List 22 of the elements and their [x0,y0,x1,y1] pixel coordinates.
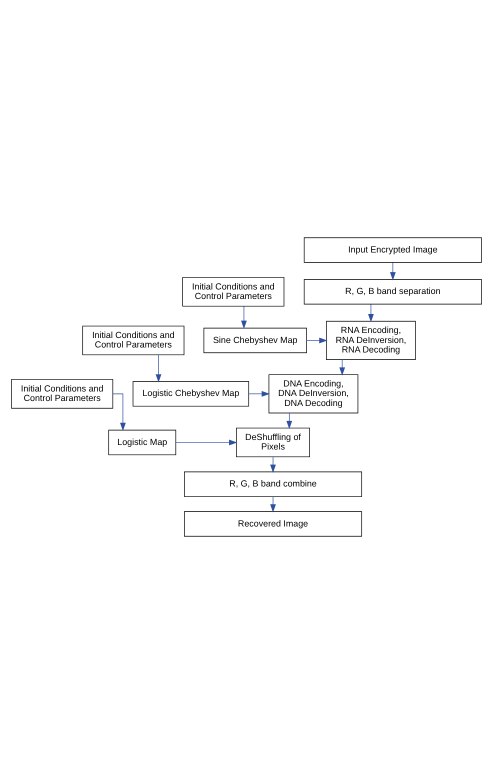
node-box: Initial Conditions and Control Parameters [11,379,114,409]
arrow [156,354,162,382]
arrow [390,262,396,280]
node-box: Logistic Map [108,430,176,456]
node-box: Initial Conditions and Control Parameters [182,277,284,307]
arrow [306,338,328,344]
node-box: R, G, B band separation [304,279,482,304]
node-box: Initial Conditions and Control Parameters [82,326,184,356]
arrow [176,440,238,446]
arrow [270,456,276,473]
node-box: DeShuffling of Pixels [236,428,310,458]
node-box: R, G, B band combine [184,472,362,497]
node-box: Recovered Image [184,511,362,537]
node-box: DNA Encoding, DNA DeInversion, DNA Decoding [268,374,358,414]
arrow [270,496,276,512]
arrow [368,304,374,322]
node-box: Logistic Chebyshev Map [132,381,250,407]
arrow [248,390,270,397]
node-box: RNA Encoding, RNA DeInversion, RNA Decoding [326,320,416,360]
node-box: Sine Chebyshev Map [204,328,307,354]
arrow [241,306,247,329]
node-box: Input Encrypted Image [304,237,482,263]
